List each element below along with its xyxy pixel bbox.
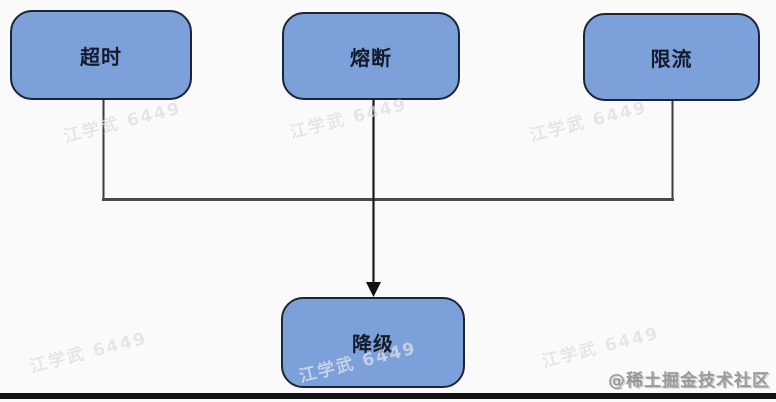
node-degrade-label: 降级 <box>352 332 394 356</box>
diagonal-watermark: 江学武 6449 <box>27 328 150 378</box>
community-watermark: @稀土掘金技术社区 <box>608 371 770 391</box>
node-rate-limit: 限流 <box>583 13 760 101</box>
node-fuse: 熔断 <box>282 12 460 100</box>
node-rate-limit-label: 限流 <box>650 46 693 71</box>
node-timeout: 超时 <box>10 10 192 100</box>
node-timeout-label: 超时 <box>80 44 122 69</box>
node-fuse-label: 熔断 <box>350 45 392 70</box>
bottom-bar <box>0 393 776 399</box>
node-degrade: 降级 <box>281 297 465 388</box>
arrow-head-icon <box>366 282 381 297</box>
diagonal-watermark: 江学武 6449 <box>539 323 662 373</box>
diagonal-watermark: 江学武 6449 <box>61 98 184 148</box>
